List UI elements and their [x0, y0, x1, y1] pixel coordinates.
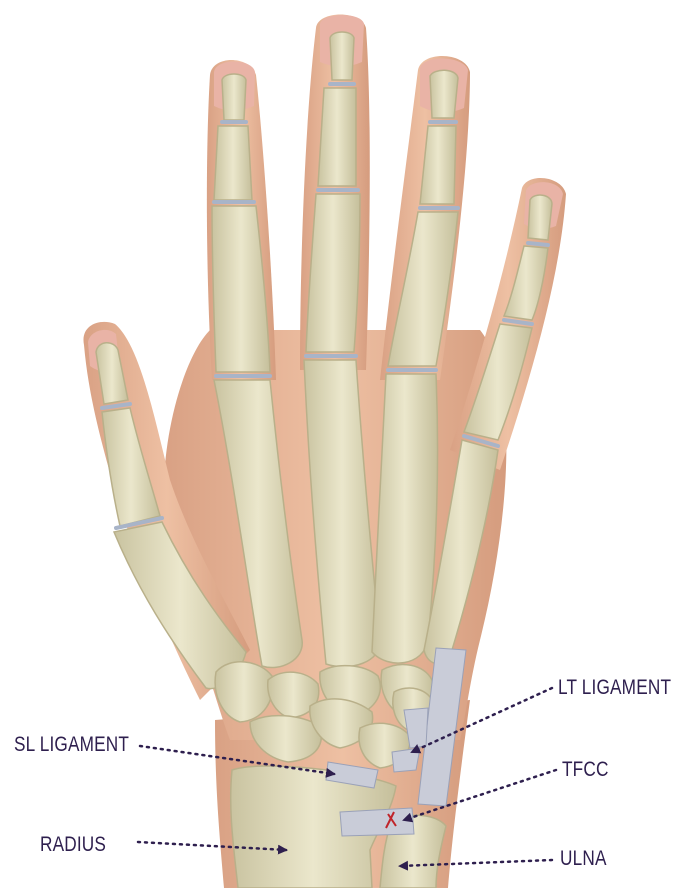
tfcc-band	[340, 808, 414, 836]
sl-ligament-label: SL LIGAMENT	[14, 733, 129, 757]
lt-ligament-band	[392, 748, 420, 772]
ulna-label: ULNA	[560, 847, 607, 871]
radius-label: RADIUS	[40, 833, 106, 857]
tfcc-label: TFCC	[562, 758, 609, 782]
lt-ligament-label: LT LIGAMENT	[558, 676, 671, 700]
